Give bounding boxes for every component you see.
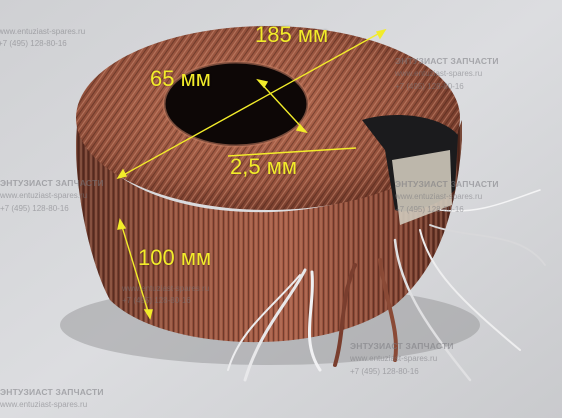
inner-diameter-label: 65 мм bbox=[150, 66, 211, 91]
watermark-phone: +7 (495) 128-80-16 bbox=[122, 296, 191, 306]
watermark-site: www.entuziast-spares.ru bbox=[350, 354, 438, 364]
watermark-site: www.entuziast-spares.ru bbox=[0, 191, 88, 201]
watermark-phone: +7 (495) 128-80-16 bbox=[350, 366, 419, 376]
watermark-site: www.entuziast-spares.ru bbox=[122, 284, 210, 293]
watermark-brand: ЭНТУЗИАСТ ЗАПЧАСТИ bbox=[395, 179, 499, 189]
watermark-phone: +7 (495) 128-80-16 bbox=[0, 203, 69, 213]
watermark-top-left: www.entuziast-spares.ru +7 (495) 128-80-… bbox=[0, 26, 85, 51]
watermark-site: www.entuziast-spares.ru bbox=[395, 69, 483, 79]
watermark-mid-left: ЭНТУЗИАСТ ЗАПЧАСТИ www.entuziast-spares.… bbox=[0, 177, 104, 215]
watermark-brand: ЭНТУЗИАСТ ЗАПЧАСТИ bbox=[0, 178, 104, 188]
lead-wires bbox=[227, 189, 546, 382]
watermark-bottom-right: ЭНТУЗИАСТ ЗАПЧАСТИ www.entuziast-spares.… bbox=[350, 340, 454, 378]
watermark-brand: ЭНТУЗИАСТ ЗАПЧАСТИ bbox=[0, 387, 104, 397]
watermark-center: www.entuziast-spares.ru +7 (495) 128-80-… bbox=[122, 283, 209, 308]
watermark-site: www.entuziast-spares.ru bbox=[395, 192, 483, 202]
watermark-top-right: ЭНТУЗИАСТ ЗАПЧАСТИ www.entuziast-spares.… bbox=[395, 55, 499, 93]
watermark-mid-right: ЭНТУЗИАСТ ЗАПЧАСТИ www.entuziast-spares.… bbox=[395, 178, 499, 216]
dimension-lines bbox=[116, 28, 387, 320]
outer-diameter-label: 185 мм bbox=[255, 22, 329, 47]
wire-gauge-label: 2,5 мм bbox=[230, 154, 297, 179]
toroid-hole bbox=[164, 62, 308, 146]
watermark-bottom-left: ЭНТУЗИАСТ ЗАПЧАСТИ www.entuziast-spares.… bbox=[0, 386, 104, 412]
watermark-site: www.entuziast-spares.ru bbox=[0, 27, 86, 36]
watermark-phone: +7 (495) 128-80-16 bbox=[395, 204, 464, 214]
watermark-brand: ЭНТУЗИАСТ ЗАПЧАСТИ bbox=[350, 341, 454, 351]
watermark-site: www.entuziast-spares.ru bbox=[0, 400, 88, 410]
watermark-brand: ЭНТУЗИАСТ ЗАПЧАСТИ bbox=[395, 56, 499, 66]
watermark-phone: +7 (495) 128-80-16 bbox=[395, 81, 464, 91]
height-label: 100 мм bbox=[138, 245, 212, 270]
watermark-phone: +7 (495) 128-80-16 bbox=[0, 39, 67, 49]
